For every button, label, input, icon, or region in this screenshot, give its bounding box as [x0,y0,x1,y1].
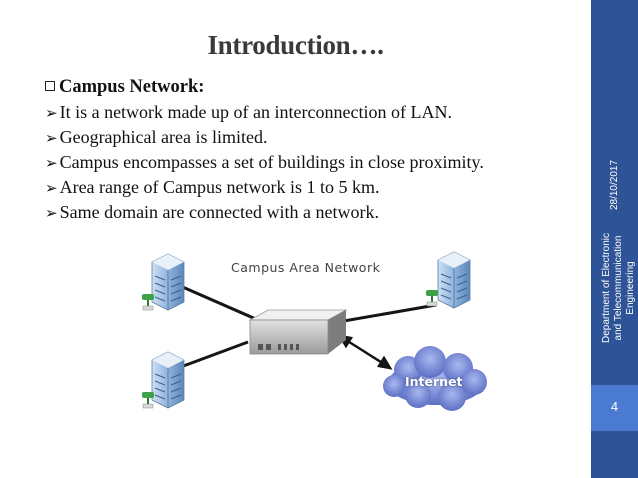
network-node-icon [426,290,438,307]
bullet-item: ➢Campus encompasses a set of buildings i… [45,150,585,175]
bullet-item: ➢It is a network made up of an interconn… [45,100,585,125]
arrow-bullet-icon: ➢ [45,179,58,197]
slide-title: Introduction…. [207,30,384,60]
bullet-item: ➢Area range of Campus network is 1 to 5 … [45,175,585,200]
bullet-text: Same domain are connected with a network… [59,202,379,222]
bullet-item: ➢Geographical area is limited. [45,125,585,150]
slide-content: Campus Network: ➢It is a network made up… [45,74,585,225]
network-links [177,283,437,370]
bullet-text: It is a network made up of an interconne… [59,102,452,122]
arrow-bullet-icon: ➢ [45,204,58,222]
arrow-bullet-icon: ➢ [45,104,58,122]
network-node-icon [142,294,154,311]
internet-link [337,334,393,370]
bullet-text: Area range of Campus network is 1 to 5 k… [59,177,380,197]
internet-label: Internet [405,374,463,389]
page-number-box: 4 [591,385,638,431]
bullet-text: Geographical area is limited. [59,127,268,147]
arrow-bullet-icon: ➢ [45,129,58,147]
arrow-bullet-icon: ➢ [45,154,58,172]
network-node-icon [142,392,154,409]
section-heading-text: Campus Network: [59,77,205,97]
building-icon [142,253,185,311]
slide-date: 28/10/2017 [609,159,620,211]
department-name: Department of Electronic and Telecommuni… [601,232,636,344]
diagram-graphic [142,251,487,411]
building-icon [142,351,185,409]
diagram-title: Campus Area Network [231,260,381,275]
campus-network-diagram: Campus Area Network Internet [118,240,518,430]
bullet-item: ➢Same domain are connected with a networ… [45,200,585,225]
bullet-text: Campus encompasses a set of buildings in… [59,152,484,172]
page-number: 4 [610,399,619,414]
server-icon [248,309,348,355]
checkbox-bullet-icon [45,81,55,91]
section-heading: Campus Network: [45,74,585,100]
internet-cloud-icon [383,346,487,411]
building-icon [426,251,471,309]
